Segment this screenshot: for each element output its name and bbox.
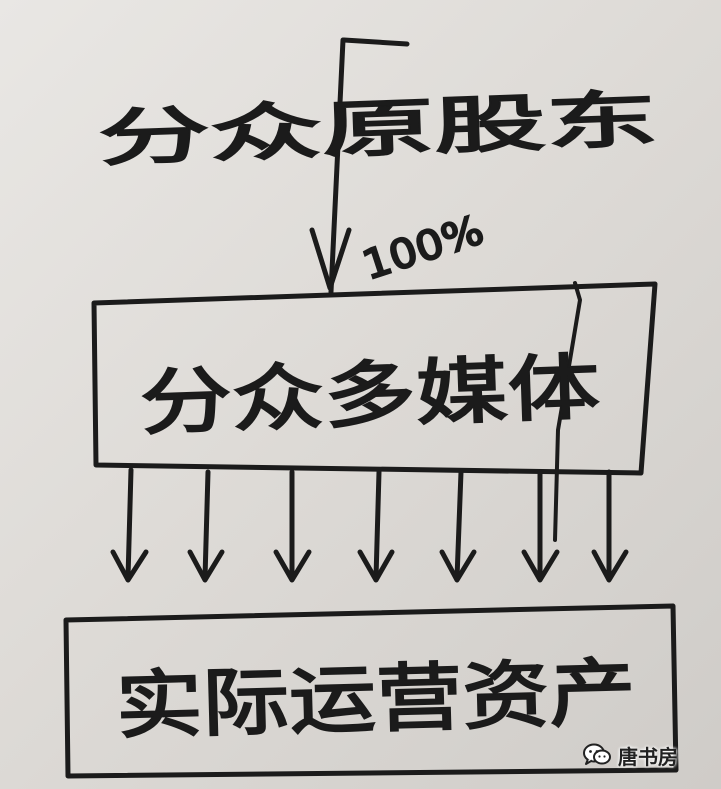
watermark: 唐书房 [582,737,678,773]
top-arrowhead [309,227,352,291]
bottom-box-border [63,603,679,779]
wechat-icon [583,743,611,765]
top-label: 分众原股东 [97,82,659,174]
middle-box-overstroke [553,281,582,542]
watermark-text: 唐书房 [618,744,678,769]
middle-box-border [91,281,658,476]
middle-box-label: 分众多媒体 [138,345,601,445]
down-arrows [110,467,629,583]
bottom-box-label: 实际运营资产 [115,650,637,750]
edge-label: 100% [357,207,489,289]
top-connector-line [328,37,346,295]
top-bracket-line [341,37,410,47]
